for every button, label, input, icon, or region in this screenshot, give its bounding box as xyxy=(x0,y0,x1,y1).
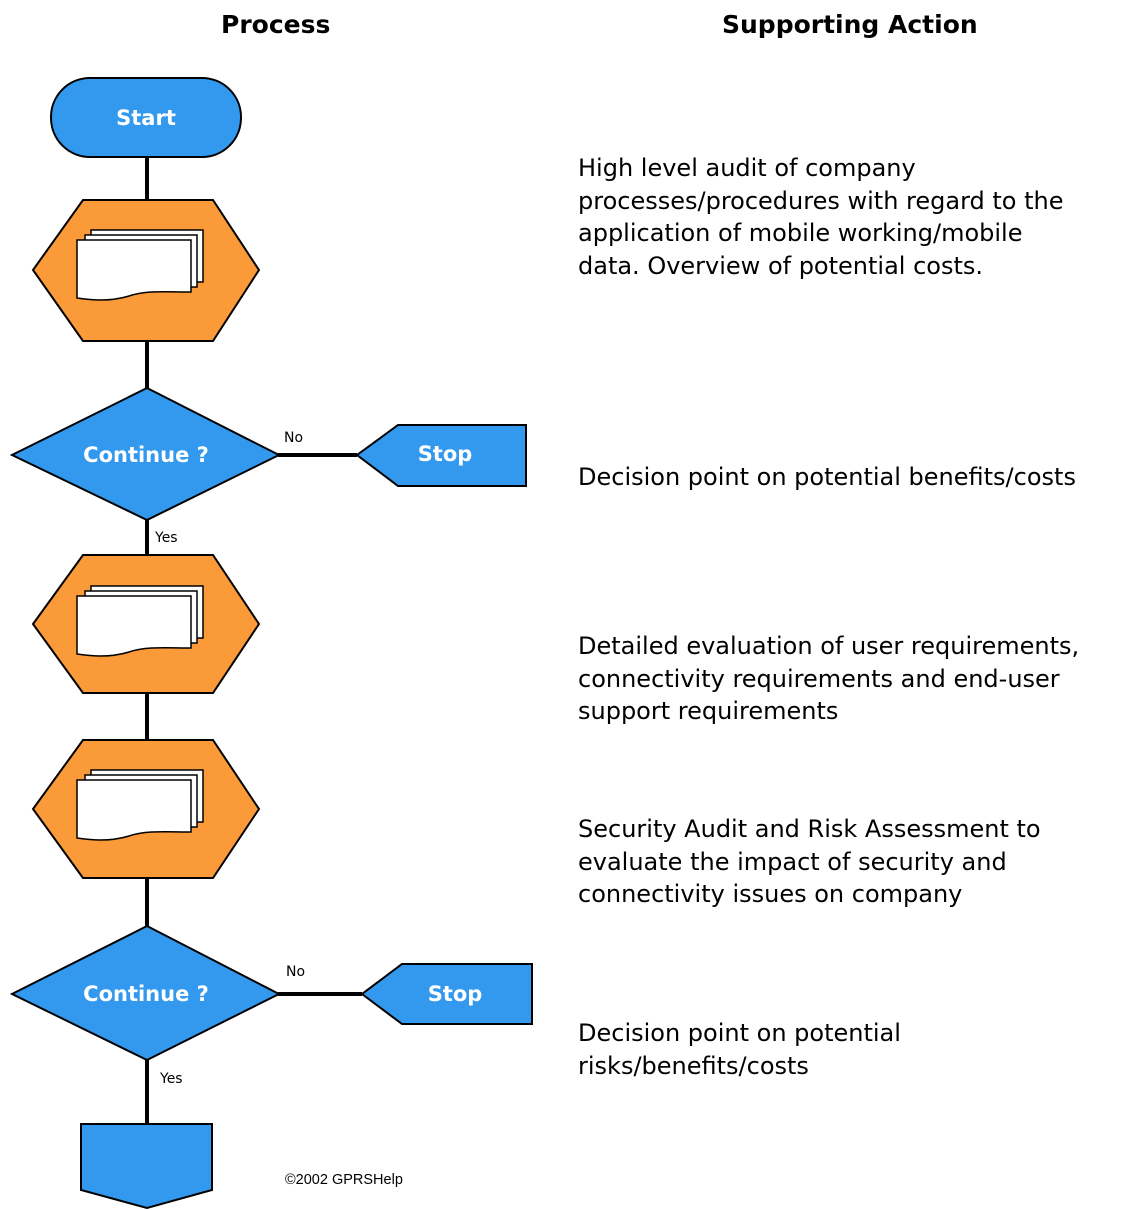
process-step-2 xyxy=(31,554,261,694)
supporting-action-column-header: Supporting Action xyxy=(722,10,978,39)
decision-1: Continue ? xyxy=(9,386,282,522)
process-step-1 xyxy=(31,199,261,342)
documents-icon xyxy=(76,769,204,841)
copyright-text: ©2002 GPRSHelp xyxy=(285,1172,403,1188)
supporting-action-3: Detailed evaluation of user requirements… xyxy=(578,632,1080,725)
stop-1: Stop xyxy=(355,424,527,487)
stop-2: Stop xyxy=(360,963,533,1025)
edge-label-yes-1: Yes xyxy=(154,530,178,546)
documents-icon xyxy=(76,585,204,657)
edge-label-no-2: No xyxy=(286,964,305,980)
start-label: Start xyxy=(116,106,176,130)
supporting-action-2: Decision point on potential benefits/cos… xyxy=(578,463,1076,491)
connectors xyxy=(145,157,362,1124)
start-terminal: Start xyxy=(50,77,242,158)
off-page-connector xyxy=(80,1123,213,1210)
supporting-action-4: Security Audit and Risk Assessment to ev… xyxy=(578,815,1041,908)
stop-2-label: Stop xyxy=(428,982,483,1006)
supporting-action-5: Decision point on potential risks/benefi… xyxy=(578,1019,901,1080)
stop-1-label: Stop xyxy=(418,442,473,466)
documents-icon xyxy=(76,229,204,301)
decision-1-label: Continue ? xyxy=(83,443,209,467)
decision-2: Continue ? xyxy=(9,924,282,1062)
edge-label-yes-2: Yes xyxy=(159,1071,183,1087)
process-step-3 xyxy=(31,739,261,879)
supporting-action-1: High level audit of company processes/pr… xyxy=(578,154,1064,280)
process-column-header: Process xyxy=(221,10,331,39)
edge-label-no-1: No xyxy=(284,430,303,446)
decision-2-label: Continue ? xyxy=(83,982,209,1006)
